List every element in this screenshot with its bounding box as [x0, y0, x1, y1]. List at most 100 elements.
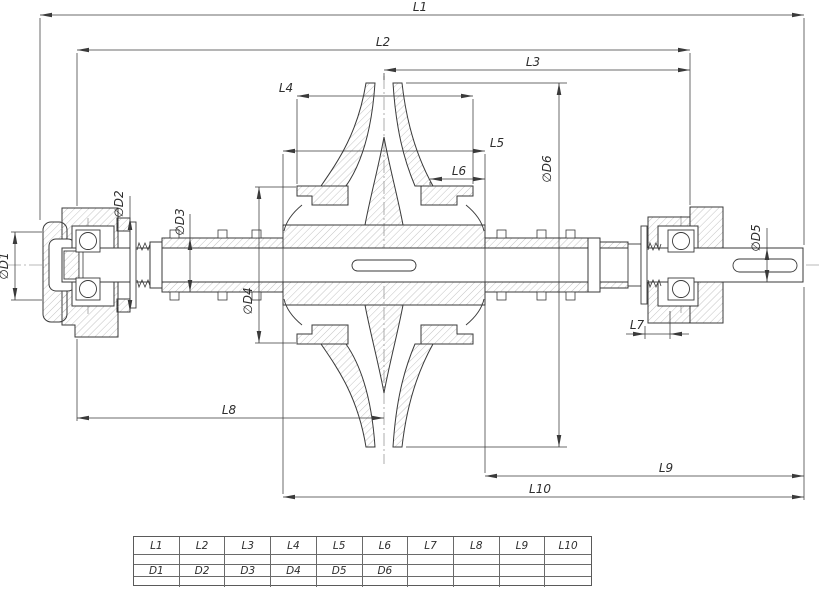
dim-label-L6: L6 [452, 164, 467, 178]
lock-ring [217, 291, 228, 301]
preload-springs [136, 241, 662, 289]
dim-label-D4: ∅D4 [241, 287, 255, 314]
right-flange-washer [640, 225, 648, 305]
table-header-cell: D1 [134, 565, 180, 577]
table-header-cell [408, 565, 454, 577]
transition-curve [283, 204, 303, 232]
left-spigot-tab-bottom [116, 298, 131, 313]
shaft-keyway-center [351, 259, 417, 272]
table-header-cell: L10 [545, 537, 591, 555]
dim-label-L8: L8 [222, 403, 237, 417]
dimension-lines [11, 12, 805, 500]
lock-ring [496, 291, 507, 301]
lock-ring [565, 291, 576, 301]
back-shroud-top [392, 82, 434, 187]
right-bearing-ball-top [672, 232, 690, 250]
table-value-cell [317, 577, 363, 587]
lock-ring [536, 291, 547, 301]
dimension-L4 [296, 93, 474, 184]
table-value-cell [363, 577, 409, 587]
dim-label-D3: ∅D3 [173, 208, 187, 235]
wear-ring-bottom-left [296, 324, 349, 345]
table-value-cell [134, 577, 180, 587]
dimension-D4 [255, 186, 296, 344]
table-header-cell: L7 [408, 537, 454, 555]
front-shroud-top [320, 82, 376, 187]
dim-label-L2: L2 [376, 35, 390, 49]
blade-section-top [364, 136, 404, 226]
lock-ring [251, 229, 262, 239]
table-header-cell: L5 [316, 537, 363, 555]
dim-label-D6: ∅D6 [540, 155, 554, 183]
table-value-cell [500, 577, 546, 587]
lock-ring [536, 229, 547, 239]
back-shroud-bottom [392, 343, 434, 448]
dimension-labels: L1 L2 L3 L4 L5 L6 L7 L8 L9 L10 ∅D1 ∅D2 ∅… [0, 0, 763, 496]
shaft-body [61, 247, 804, 283]
table-value-cell [180, 577, 226, 587]
table-header-cell [499, 565, 546, 577]
table-header-cell: D5 [316, 565, 363, 577]
dimension-L5 [282, 148, 486, 494]
dim-label-L1: L1 [413, 0, 427, 14]
shaft [61, 221, 804, 309]
table-value-cell [454, 577, 500, 587]
table-header-cell: L9 [499, 537, 546, 555]
table-value-cell [545, 555, 591, 565]
lock-ring [496, 229, 507, 239]
table-header-cell: L6 [362, 537, 409, 555]
sleeve-left-top [161, 237, 284, 249]
dimension-D6 [406, 82, 567, 448]
left-spigot-tab-top [116, 217, 131, 232]
sleeve-right-top [484, 237, 589, 249]
transition-curve [465, 298, 485, 326]
table-value-cell [499, 555, 546, 565]
lock-ring [169, 229, 180, 239]
wear-ring-bottom-right [420, 324, 474, 345]
table-header-cell: D2 [179, 565, 226, 577]
right-spacer-ring [627, 243, 642, 287]
shaft-keyway-drive-end [732, 258, 798, 273]
lock-ring [169, 291, 180, 301]
sleeve-left-bottom [161, 281, 284, 293]
table-value-cell [179, 555, 226, 565]
spring-right-bottom [647, 278, 662, 289]
left-flange-washer [129, 221, 137, 309]
left-shaft-nut [63, 250, 80, 280]
table-value-cell [271, 577, 317, 587]
table-value-cell [134, 555, 180, 565]
table-header-cell [453, 565, 500, 577]
dimension-L6 [429, 176, 485, 185]
dimension-L7 [626, 311, 689, 339]
left-bearing-ball-top [79, 232, 97, 250]
transition-curve [283, 298, 303, 326]
wear-ring-top-right [420, 185, 474, 206]
table-header-cell: L8 [453, 537, 500, 555]
dimension-L8 [76, 339, 384, 421]
table-value-cell [545, 577, 591, 587]
table-value-cell [408, 555, 454, 565]
table-header-cell: L2 [179, 537, 226, 555]
dim-label-L10: L10 [529, 482, 551, 496]
table-header-cell: D4 [271, 565, 317, 577]
table-header-cell: L1 [134, 537, 180, 555]
bearings [75, 229, 695, 301]
table-value-cell [362, 555, 409, 565]
lock-ring [565, 229, 576, 239]
table-header-cell: D6 [362, 565, 409, 577]
dim-label-L3: L3 [526, 55, 540, 69]
dim-label-L7: L7 [630, 318, 645, 332]
table-value-cell [453, 555, 500, 565]
left-shaft-collar [149, 241, 163, 289]
table-header-cell: L4 [271, 537, 317, 555]
table-value-cell [225, 555, 272, 565]
spring-right-top [647, 241, 662, 252]
shroud-transitions [283, 204, 485, 326]
left-shaft-washer [78, 250, 84, 280]
spring-left-top [136, 241, 151, 252]
table-value-cell [225, 577, 272, 587]
dim-label-D1: ∅D1 [0, 252, 11, 279]
dimension-L9 [485, 287, 805, 500]
